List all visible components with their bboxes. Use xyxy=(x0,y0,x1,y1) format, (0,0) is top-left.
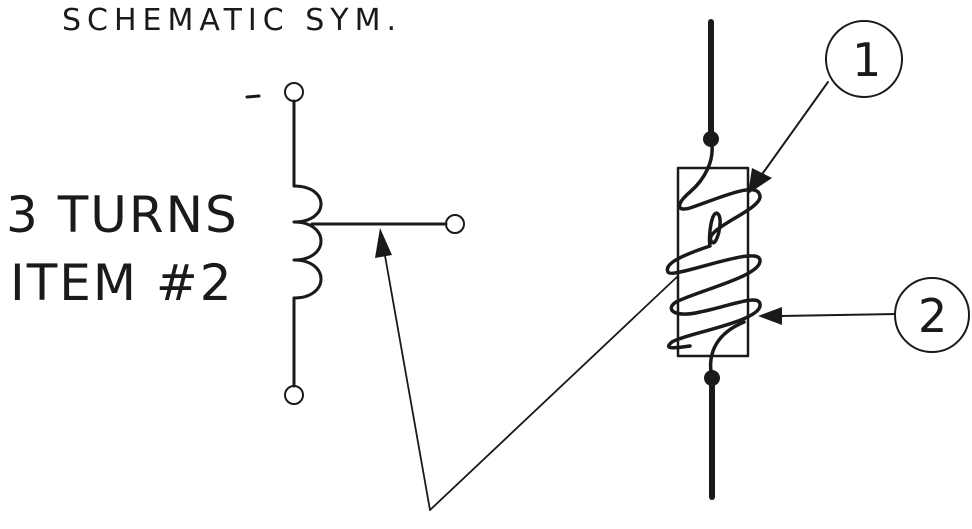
leader-to-physical-tap xyxy=(429,275,679,511)
bottom-terminal xyxy=(284,385,304,405)
callout-1-arrowhead xyxy=(748,168,772,194)
bottom-solder-dot xyxy=(704,370,720,386)
callout-2-number: 2 xyxy=(918,289,947,343)
winding-wire xyxy=(665,137,762,350)
coil-label-line1: 3 TURNS xyxy=(6,186,239,244)
callout-2-leader xyxy=(779,313,896,317)
callout-1-number: 1 xyxy=(852,33,881,87)
callout-2: 2 xyxy=(758,277,970,353)
callout-1-circle xyxy=(825,20,903,98)
correspondence-leaders xyxy=(375,228,679,511)
callout-2-arrowhead xyxy=(758,307,782,325)
coil-label-line2: ITEM #2 xyxy=(10,254,234,312)
physical-component xyxy=(665,19,762,500)
tap-terminal xyxy=(445,214,465,234)
schematic-symbol xyxy=(284,82,465,405)
winding-exit xyxy=(708,320,746,380)
stray-mark xyxy=(245,94,261,99)
diagram-title: SCHEMATIC SYM. xyxy=(62,3,402,38)
callout-1: 1 xyxy=(748,20,903,194)
top-terminal xyxy=(284,82,304,102)
leader-to-symbol-tap-arrowhead xyxy=(375,228,392,258)
coil-turns xyxy=(292,184,323,300)
callout-1-leader xyxy=(757,81,829,181)
leader-to-symbol-tap xyxy=(383,249,431,511)
